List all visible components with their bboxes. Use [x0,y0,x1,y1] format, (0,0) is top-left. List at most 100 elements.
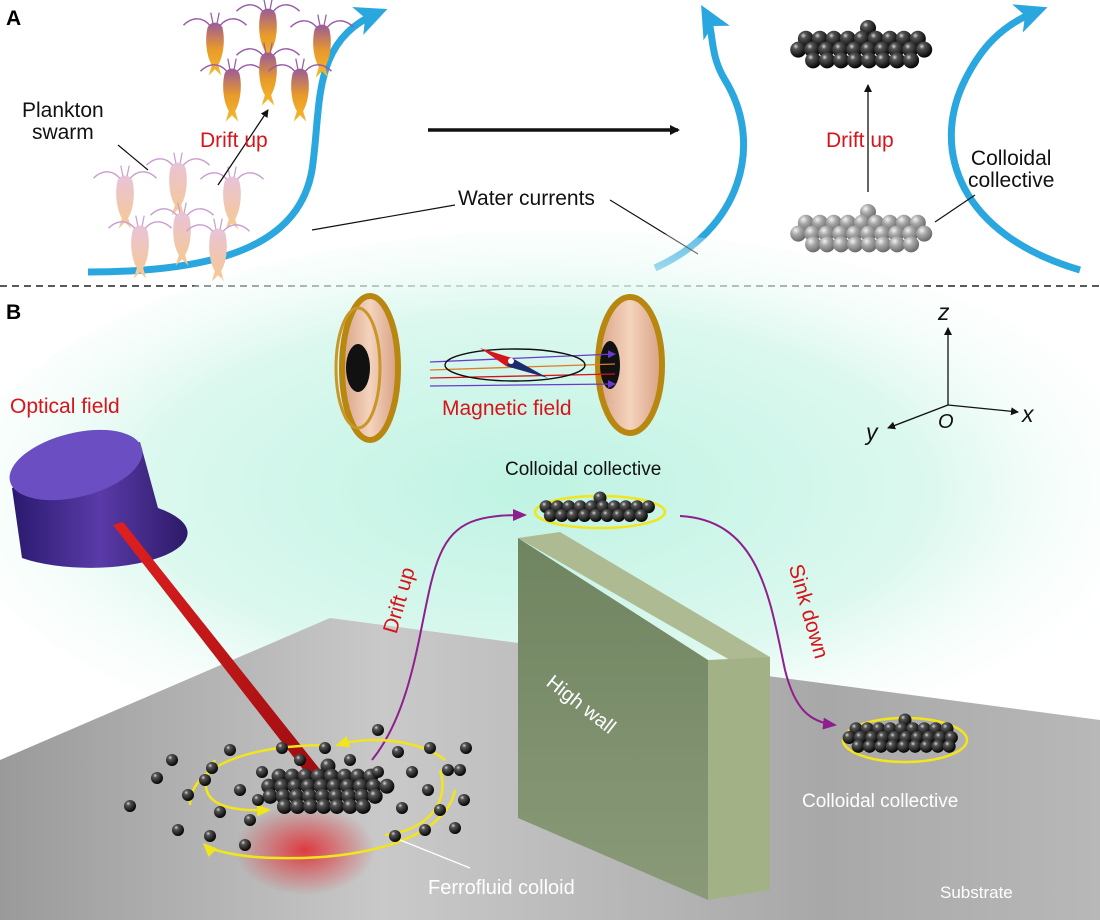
colloid-bead [424,742,436,754]
colloid-bead [805,236,822,253]
water-current-left [87,7,388,276]
colloid-bead [316,799,332,814]
plankton-icon [199,58,265,122]
colloid-bead [389,830,401,842]
plankton-icon [145,152,211,216]
plankton-icon [149,202,215,266]
coordinate-axes [887,327,1019,430]
colloid-bead [442,764,454,776]
coil-left [334,293,401,443]
compass-needle-red [480,348,512,366]
colloid-bead [256,766,268,778]
colloid-bead [239,839,251,851]
panel-b [0,230,1100,920]
background-glow [0,230,1100,770]
rotation-arc-outer-top [335,735,446,761]
plankton-swarm-lower [92,152,265,282]
plankton-icon [182,12,248,76]
scattered-colloids [124,724,472,851]
ferrofluid-leader-line [399,839,471,869]
colloid-bead [344,754,356,766]
coil-right [595,294,665,436]
colloid-bead [942,739,956,753]
rotation-arc-outer-right [202,789,457,860]
colloid-bead [262,788,278,804]
colloid-bead [833,236,850,253]
colloid-bead [434,804,446,816]
colloidal-collective-right-b [842,713,958,753]
colloid-bead [847,52,864,69]
water-current-right [947,4,1081,274]
colloidal-collective-bottom-a [790,204,933,253]
optical-source [9,429,188,568]
colloid-bead [577,509,591,523]
magnetic-field-lines [429,348,616,389]
colloid-bead [861,52,878,69]
colloid-bead [214,806,226,818]
colloid-bead [874,739,888,753]
ferrofluid-cluster [261,758,395,814]
drift-up-trajectory [371,509,527,761]
colloid-bead [875,52,892,69]
colloid-bead [897,739,911,753]
plankton-swarm-upper [182,0,355,122]
colloid-bead [842,731,856,745]
colloid-bead [303,799,319,814]
colloid-bead [342,799,358,814]
colloid-bead [863,739,877,753]
sink-down-trajectory [679,515,837,730]
plankton-icon [289,14,355,78]
colloid-bead [885,739,899,753]
plankton-icon [235,0,301,62]
colloid-bead [790,225,807,242]
colloid-bead [903,52,920,69]
colloid-bead [875,236,892,253]
colloid-bead [392,746,404,758]
colloid-bead [861,236,878,253]
colloidal-collective-top-b [539,491,655,523]
colloid-bead [367,788,383,804]
colloidal-leader-line [934,194,976,223]
colloid-bead [931,739,945,753]
plankton-icon [199,166,265,230]
colloid-bead [396,802,408,814]
colloid-bead [319,742,331,754]
colloid-bead [329,799,345,814]
colloid-bead [276,799,292,814]
colloid-bead [819,236,836,253]
colloid-bead [355,799,371,814]
colloid-bead [623,509,637,523]
colloid-bead [819,52,836,69]
colloid-bead [805,52,822,69]
colloid-bead [460,742,472,754]
colloid-bead [908,739,922,753]
colloid-bead [419,824,431,836]
colloid-bead [641,500,655,514]
colloid-bead [566,509,580,523]
colloid-bead [379,778,395,794]
colloid-bead [458,794,470,806]
drift-up-arrow-left [217,109,269,186]
colloid-bead [634,509,648,523]
colloidal-collective-top-a [790,20,933,69]
laser-beam [113,522,330,786]
compass-needle-blue [506,358,548,378]
plankton-leader-line [117,144,149,171]
panel-a [87,0,1081,282]
plankton-icon [107,215,173,279]
plankton-icon [267,58,333,122]
colloid-bead [206,762,218,774]
colloid-bead [166,754,178,766]
plankton-icon [235,42,301,106]
colloid-bead [151,772,163,784]
colloid-bead [294,754,306,766]
colloid-bead [224,744,236,756]
colloid-bead [851,739,865,753]
colloid-bead [889,52,906,69]
colloid-bead [919,739,933,753]
colloid-bead [290,799,306,814]
colloid-bead [204,830,216,842]
colloid-bead [172,824,184,836]
plankton-icon [92,165,158,229]
